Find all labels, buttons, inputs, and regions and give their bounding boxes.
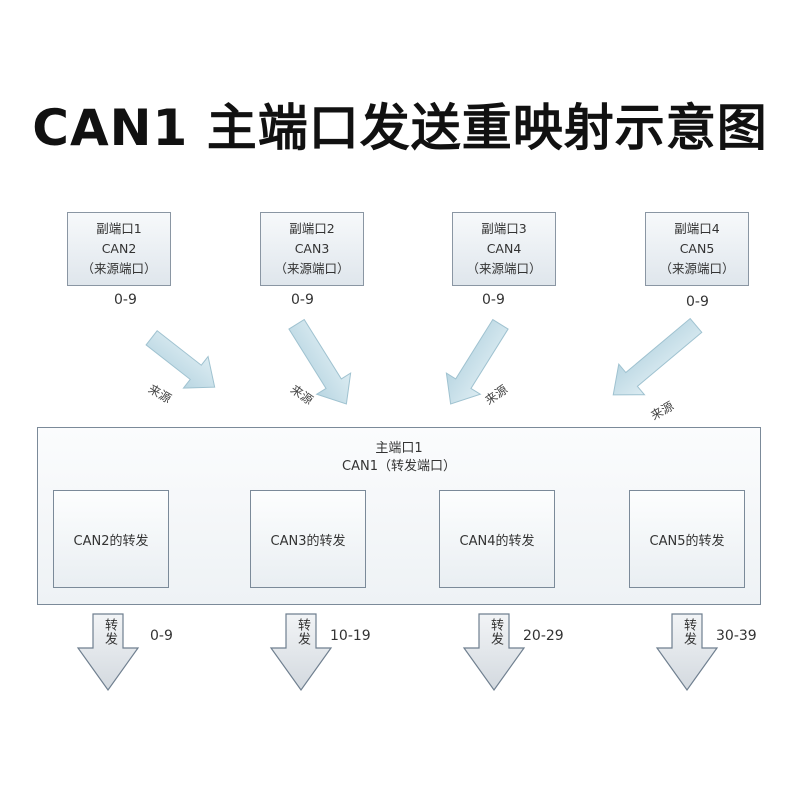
source-port-role: （来源端口）: [81, 261, 157, 276]
source-port-box-4: 副端口4 CAN5 （来源端口）: [645, 212, 749, 286]
forward-box-label: CAN2的转发: [73, 533, 149, 549]
forward-box-label: CAN5的转发: [649, 533, 725, 549]
forward-box-label: CAN3的转发: [270, 533, 346, 549]
source-port-name: 副端口4: [674, 221, 720, 236]
source-arrow-4: [612, 317, 703, 396]
forward-range-1: 0-9: [150, 628, 173, 644]
forward-box-2: CAN3的转发: [250, 490, 366, 588]
source-arrow-2: [288, 318, 352, 405]
source-range-3: 0-9: [482, 292, 505, 308]
source-port-role: （来源端口）: [659, 261, 735, 276]
forward-box-label: CAN4的转发: [459, 533, 535, 549]
forward-arrow-2: [269, 613, 333, 692]
forward-box-4: CAN5的转发: [629, 490, 745, 588]
forward-range-4: 30-39: [716, 628, 757, 644]
forward-box-3: CAN4的转发: [439, 490, 555, 588]
forward-arrow-label-4: 转发: [681, 618, 696, 646]
forward-arrow-label-1: 转发: [102, 618, 117, 646]
forward-box-1: CAN2的转发: [53, 490, 169, 588]
forward-arrow-label-3: 转发: [488, 618, 503, 646]
source-range-2: 0-9: [291, 292, 314, 308]
forward-arrow-label-2: 转发: [295, 618, 310, 646]
source-port-can: CAN3: [294, 241, 330, 256]
main-port-name: 主端口1: [375, 441, 423, 456]
source-port-box-2: 副端口2 CAN3 （来源端口）: [260, 212, 364, 286]
source-port-role: （来源端口）: [466, 261, 542, 276]
source-port-box-1: 副端口1 CAN2 （来源端口）: [67, 212, 171, 286]
source-port-name: 副端口3: [481, 221, 527, 236]
source-arrow-1: [145, 330, 216, 389]
forward-arrow-4: [655, 613, 719, 692]
source-port-can: CAN5: [679, 241, 715, 256]
source-port-can: CAN2: [101, 241, 137, 256]
source-port-name: 副端口1: [96, 221, 142, 236]
source-port-role: （来源端口）: [274, 261, 350, 276]
forward-range-3: 20-29: [523, 628, 564, 644]
main-port-can: CAN1（转发端口）: [342, 459, 456, 474]
page-title: CAN1 主端口发送重映射示意图: [32, 99, 768, 157]
forward-arrow-3: [462, 613, 526, 692]
main-port-box: 主端口1 CAN1（转发端口） CAN2的转发 CAN3的转发 CAN4的转发 …: [37, 427, 761, 605]
source-port-name: 副端口2: [289, 221, 335, 236]
source-port-box-3: 副端口3 CAN4 （来源端口）: [452, 212, 556, 286]
source-arrow-3: [445, 318, 509, 405]
main-port-title: 主端口1 CAN1（转发端口）: [38, 440, 760, 476]
forward-range-2: 10-19: [330, 628, 371, 644]
forward-arrow-1: [76, 613, 140, 692]
source-port-can: CAN4: [486, 241, 522, 256]
source-range-4: 0-9: [686, 294, 709, 310]
source-range-1: 0-9: [114, 292, 137, 308]
